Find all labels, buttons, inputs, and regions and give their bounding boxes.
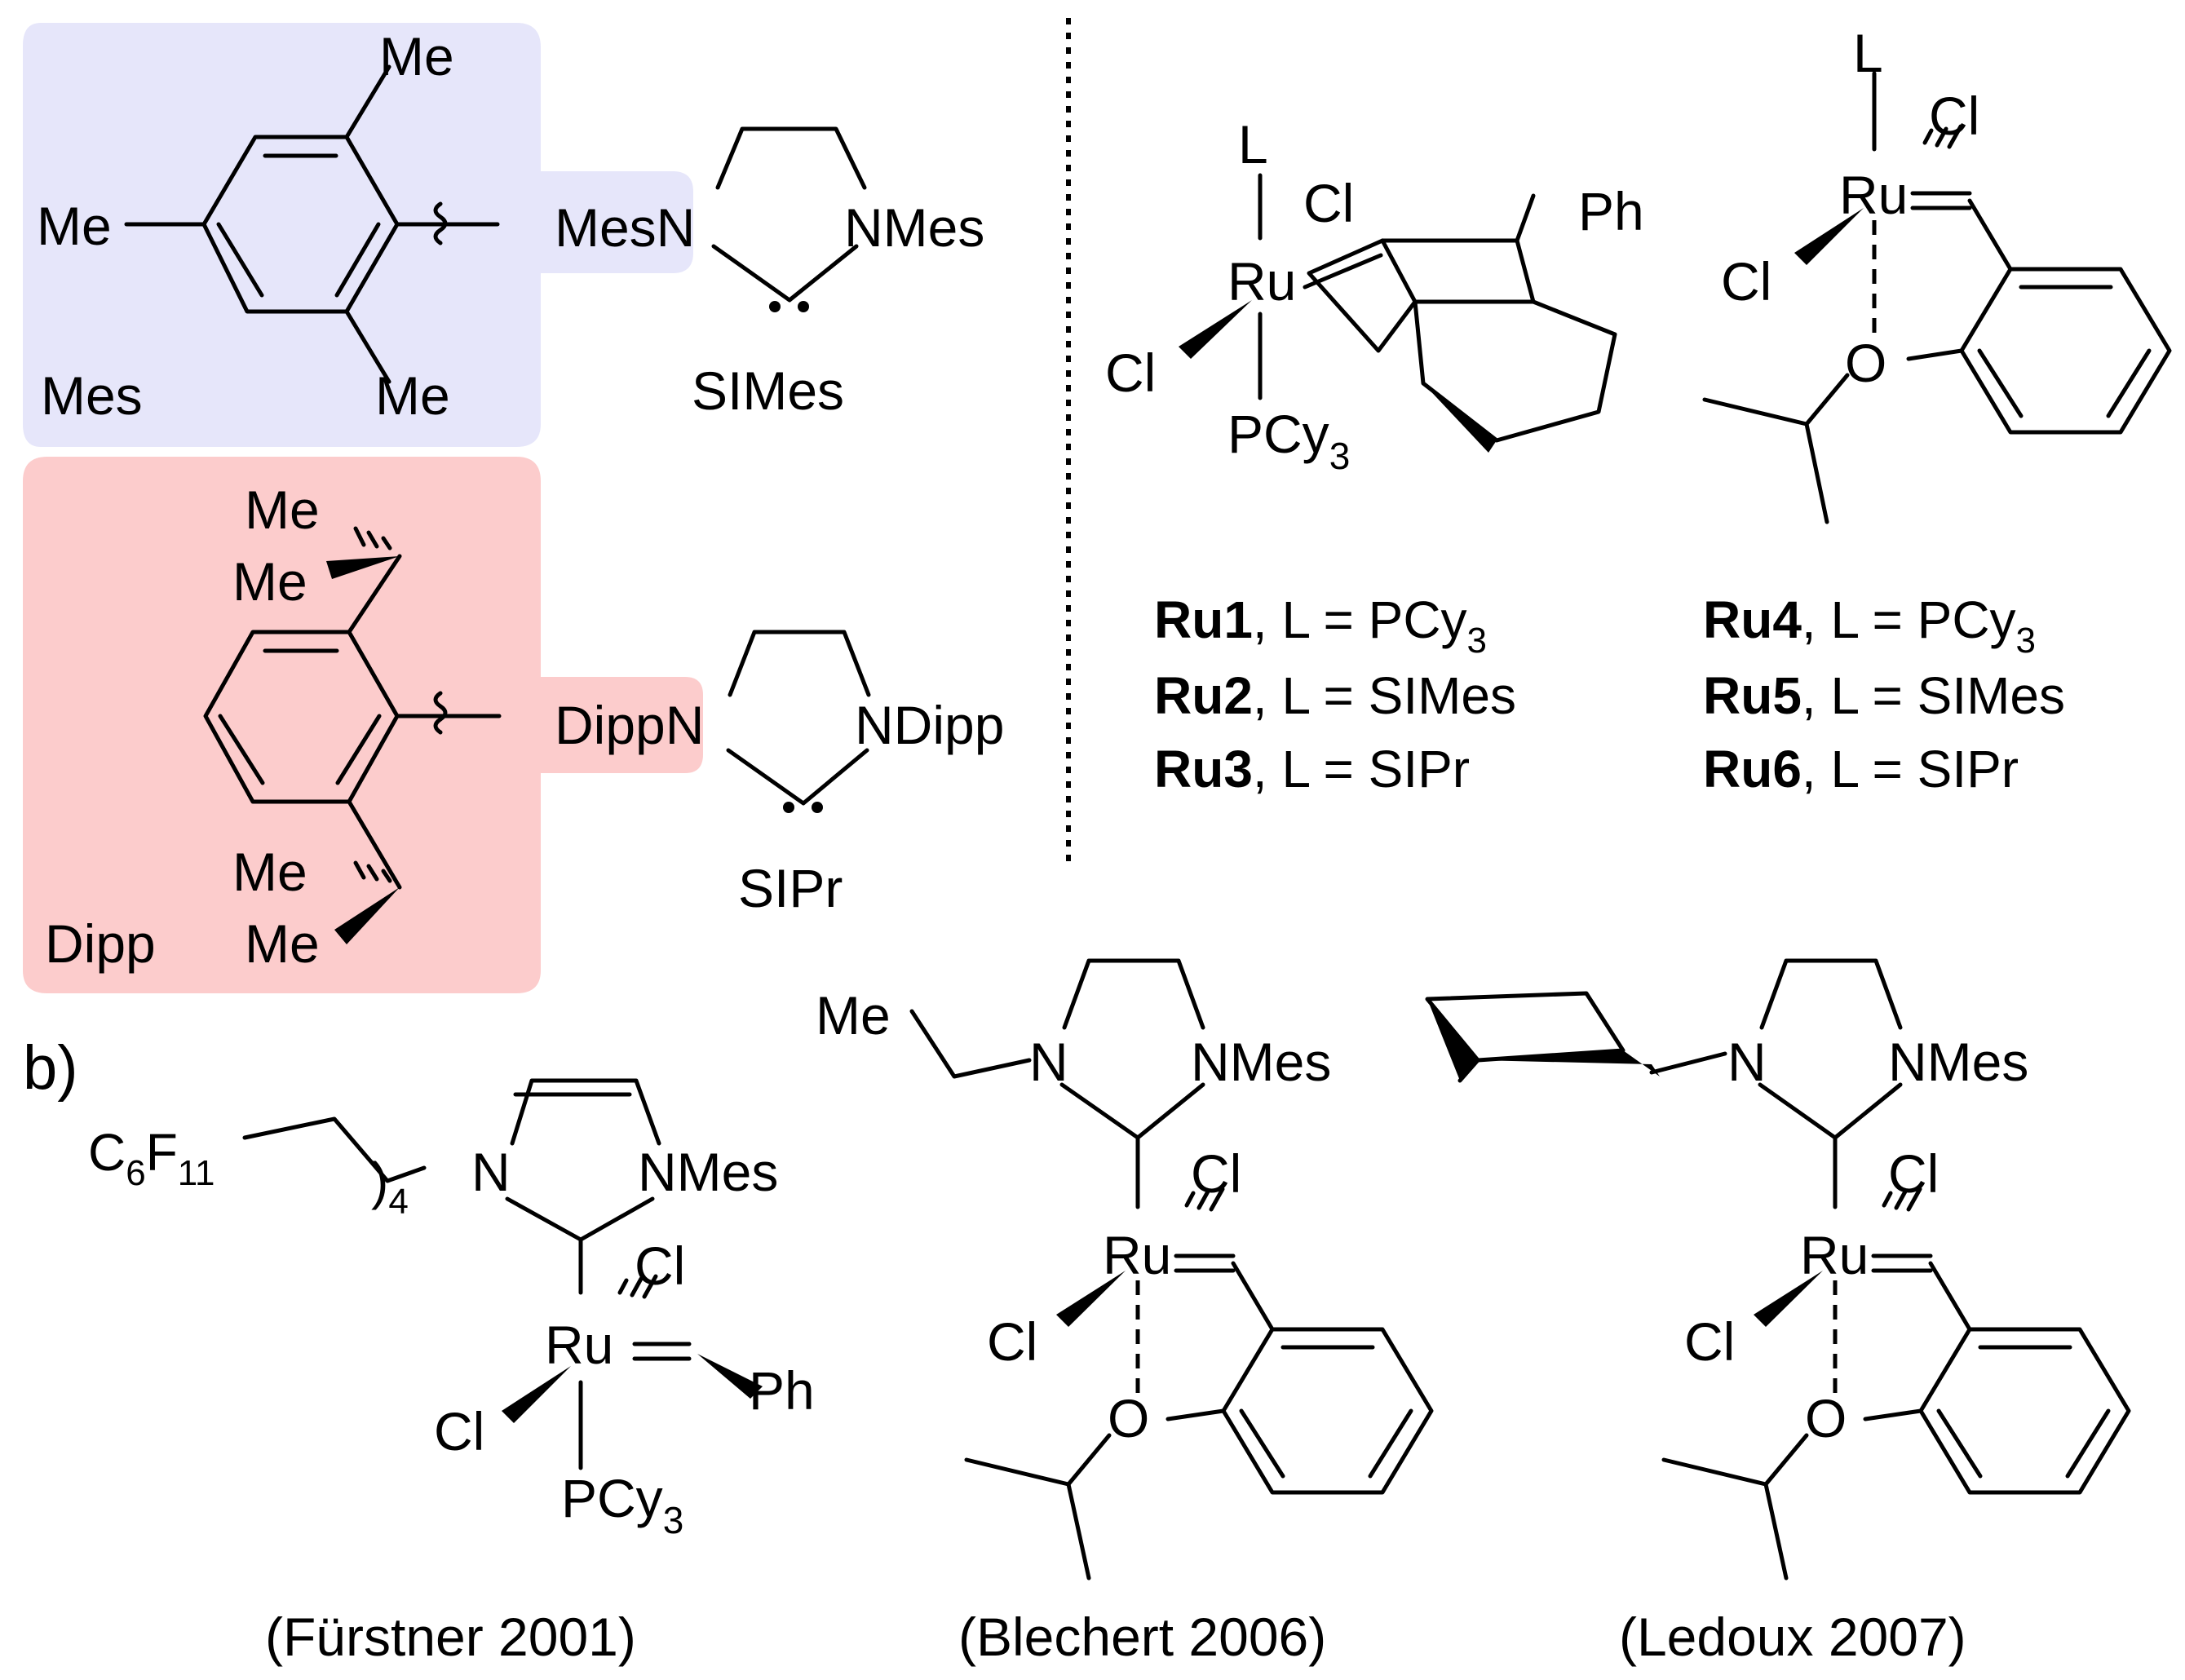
ledoux-o: O [1805,1388,1847,1448]
simes-right-n: NMes [844,197,984,258]
furstner-n-left: N [471,1142,511,1202]
panel-b: b) C6F11 )4 N NMes Cl Ru Ph Cl PCy3 (Für… [23,958,2131,1667]
furstner-chain: C6F11 [88,1123,215,1193]
indenylidene-ph: Ph [1578,181,1644,241]
hash-bond [353,526,392,550]
blechert-ru: Ru [1103,1225,1171,1285]
indenylidene-cl-left: Cl [1105,343,1156,403]
lone-pair-dot [783,802,794,813]
indenylidene-pcy3: PCy3 [1227,404,1350,477]
mes-me-top: Me [379,26,454,86]
mes-highlight-box [23,23,693,447]
hash-bond [617,1274,658,1299]
simes-name: SIMes [692,360,844,421]
blechert-cl-top: Cl [1191,1143,1241,1204]
hash-bond [353,860,392,883]
wedge-bond [1478,1050,1660,1077]
wedge-bond [1794,208,1864,265]
furstner-n-right: NMes [638,1142,778,1202]
dipp-name: Dipp [45,913,156,974]
hoveyda-cl-top: Cl [1929,86,1979,146]
hoveyda-complex: L Cl Ru Cl O [1702,23,2172,524]
sipr-left-n: DippN [555,695,704,755]
furstner-ph: Ph [749,1360,815,1421]
blechert-o: O [1108,1388,1149,1448]
mes-name: Mes [41,365,143,426]
lone-pair-dot [812,802,823,813]
dipp-me-1: Me [245,480,320,540]
dipp-structure: Me Me Me Me Dipp [45,480,502,974]
wedge-bond [1423,383,1497,453]
blechert-n-right: NMes [1191,1032,1331,1092]
mes-me-bottom: Me [375,365,450,426]
blechert-complex: Me N NMes Cl Ru Cl O (Blechert 2006) [816,958,1434,1667]
dipp-me-2: Me [232,551,307,612]
hoveyda-ru: Ru [1839,165,1908,225]
hash-bond [1882,1187,1922,1212]
sipr-structure: DippN NDipp SIPr [555,630,1004,918]
wedge-bond [1056,1271,1126,1327]
simes-left-n: MesN [555,197,695,258]
ledoux-cl-left: Cl [1684,1311,1735,1372]
dipp-me-3: Me [232,842,307,902]
lone-pair-dot [798,301,809,312]
legend-ru4: Ru4, L = PCy3 [1703,590,2036,661]
legend-ru5: Ru5, L = SIMes [1703,666,2065,725]
blechert-n-left: N [1029,1032,1068,1092]
sipr-right-n: NDipp [855,695,1004,755]
wedge-bond [334,887,400,944]
legend-ru3: Ru3, L = SIPr [1154,740,1470,798]
legend-left: Ru1, L = PCy3 Ru2, L = SIMes Ru3, L = SI… [1154,590,1516,798]
furstner-repeat: )4 [371,1152,409,1222]
legend-ru2: Ru2, L = SIMes [1154,666,1516,725]
lone-pair-dot [769,301,781,312]
ledoux-ru: Ru [1800,1225,1869,1285]
blechert-caption: (Blechert 2006) [958,1607,1326,1667]
dipp-highlight-box [23,457,703,993]
indenylidene-complex: L Cl Ru Cl PCy3 Ph [1105,114,1644,477]
ledoux-cl-top: Cl [1888,1143,1939,1204]
hash-bond [1922,124,1963,149]
furstner-ru: Ru [545,1315,613,1375]
furstner-caption: (Fürstner 2001) [265,1607,636,1667]
dipp-me-4: Me [245,913,320,974]
hash-bond [1184,1187,1225,1212]
blechert-me: Me [816,985,891,1046]
panel-a: a) Me Me Me Mes MesN NMes SIMes [23,18,2172,993]
mes-structure: Me Me Me Mes [37,26,500,426]
indenylidene-l: L [1238,114,1268,175]
legend-ru6: Ru6, L = SIPr [1703,740,2019,798]
indenylidene-cl-top: Cl [1303,173,1354,233]
furstner-pcy3: PCy3 [561,1468,683,1541]
wedge-bond [502,1366,571,1423]
ledoux-n-left: N [1727,1032,1767,1092]
simes-structure: MesN NMes SIMes [555,126,984,421]
wedge-bond [326,556,400,579]
mes-me-left: Me [37,196,112,256]
wedge-bond [1179,300,1252,359]
panel-b-label: b) [23,1033,78,1103]
furstner-cl-top: Cl [635,1236,685,1296]
ledoux-n-right: NMes [1888,1032,2028,1092]
indenylidene-ru: Ru [1227,251,1296,312]
wedge-bond [697,1354,763,1399]
ledoux-caption: (Ledoux 2007) [1619,1607,1966,1667]
furstner-complex: C6F11 )4 N NMes Cl Ru Ph Cl PCy3 (Fürstn… [88,1078,815,1667]
hoveyda-o: O [1845,333,1886,393]
ledoux-complex: N NMes Cl Ru Cl O (Ledoux 2007) [1425,958,2131,1667]
wedge-bond [1427,999,1478,1081]
hoveyda-cl-left: Cl [1721,251,1771,312]
legend-right: Ru4, L = PCy3 Ru5, L = SIMes Ru6, L = SI… [1703,590,2065,798]
sipr-name: SIPr [738,858,843,918]
furstner-cl-left: Cl [434,1401,484,1461]
wedge-bond [1754,1271,1823,1327]
hoveyda-l: L [1853,23,1883,83]
legend-ru1: Ru1, L = PCy3 [1154,590,1487,661]
blechert-cl-left: Cl [987,1311,1037,1372]
